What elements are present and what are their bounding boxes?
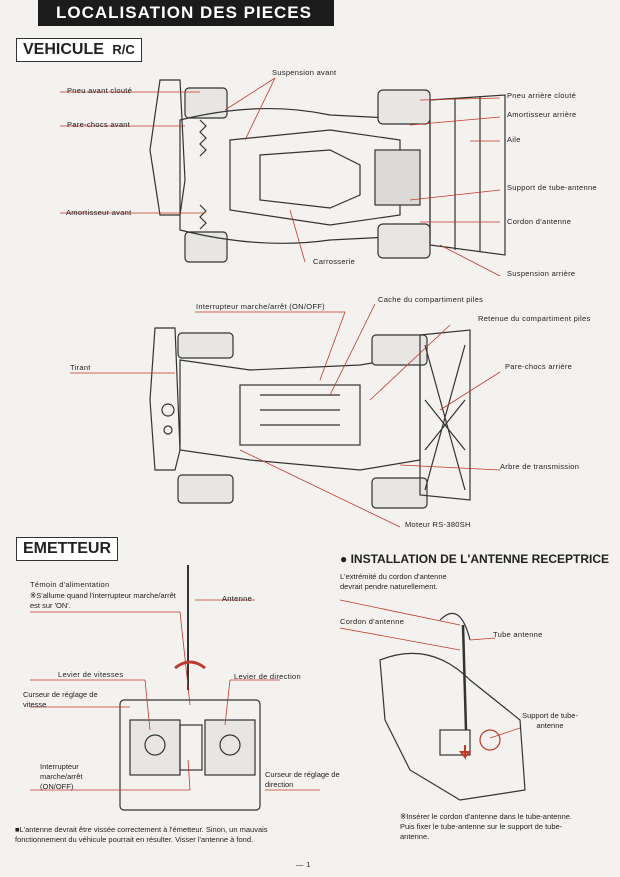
car-bottom-view <box>149 327 471 509</box>
label-extremite: L'extrémité du cordon d'antenne devrait … <box>340 572 447 591</box>
label-curseur-direction: Curseur de réglage de direction <box>265 770 340 789</box>
label-support: Support de tube-antenne <box>522 711 578 730</box>
label-amortisseur-arriere: Amortisseur arrière <box>507 110 577 119</box>
label-arbre: Arbre de transmission <box>500 462 580 471</box>
bottom-view-leader-lines <box>70 303 501 528</box>
label-interrupteur: Interrupteur marche/arrêt (ON/OFF) <box>196 302 325 311</box>
label-tube: Tube antenne <box>493 630 543 639</box>
label-aile: Aile <box>507 135 521 144</box>
installation-title: ● INSTALLATION DE L'ANTENNE RECEPTRICE <box>340 552 609 566</box>
vehicle-section-text: VEHICULE <box>23 41 104 58</box>
label-levier-direction: Levier de direction <box>234 672 301 681</box>
top-view-leader-lines <box>60 77 501 277</box>
car-top-view <box>149 79 506 263</box>
label-pneu-arriere: Pneu arrière clouté <box>507 91 577 100</box>
label-carrosserie: Carrosserie <box>313 257 356 266</box>
label-interrupteur-tx: Interrupteur marche/arrêt (ON/OFF) <box>40 762 83 791</box>
transmitter-drawing <box>119 565 261 811</box>
label-tirant: Tirant <box>70 363 91 372</box>
label-pare-chocs-avant: Pare-chocs avant <box>67 120 131 129</box>
label-pneu-avant: Pneu avant clouté <box>67 86 133 95</box>
label-levier-vitesses: Levier de vitesses <box>58 670 124 679</box>
transmitter-footnote: ■L'antenne devrait être vissée correctem… <box>15 825 268 844</box>
label-pare-chocs-arriere: Pare-chocs arrière <box>505 362 573 371</box>
antenna-installation-drawing <box>379 612 526 801</box>
label-suspension-avant: Suspension avant <box>272 68 337 77</box>
label-curseur-vitesse: Curseur de réglage de vitesse <box>23 690 98 709</box>
label-support-tube: Support de tube-antenne <box>507 183 597 192</box>
antenna-leader-lines <box>339 599 521 739</box>
installation-note: ※Insérer le cordon d'antenne dans le tub… <box>400 812 573 841</box>
page-title: LOCALISATION DES PIECES <box>38 0 334 26</box>
label-cache-piles: Cache du compartiment piles <box>378 295 484 304</box>
label-retenue-piles: Retenue du compartiment piles <box>478 314 591 323</box>
label-antenne: Antenne <box>222 594 253 603</box>
rc-mark: R/C <box>112 42 135 57</box>
page-number: — 1 <box>296 860 311 869</box>
label-temoin-title: Témoin d'alimentation <box>30 580 110 589</box>
label-amortisseur-avant: Amortisseur avant <box>66 208 132 217</box>
emetteur-section-label: EMETTEUR <box>16 537 118 561</box>
label-suspension-arriere: Suspension arrière <box>507 269 576 278</box>
label-cordon-antenne: Cordon d'antenne <box>507 217 572 226</box>
label-cordon: Cordon d'antenne <box>340 617 405 626</box>
transmitter-leader-lines <box>30 599 320 791</box>
label-temoin-note: ※S'allume quand l'interrupteur marche/ar… <box>30 591 176 610</box>
vehicle-section-label: VEHICULE R/C <box>16 38 142 62</box>
label-moteur: Moteur RS-380SH <box>405 520 471 529</box>
